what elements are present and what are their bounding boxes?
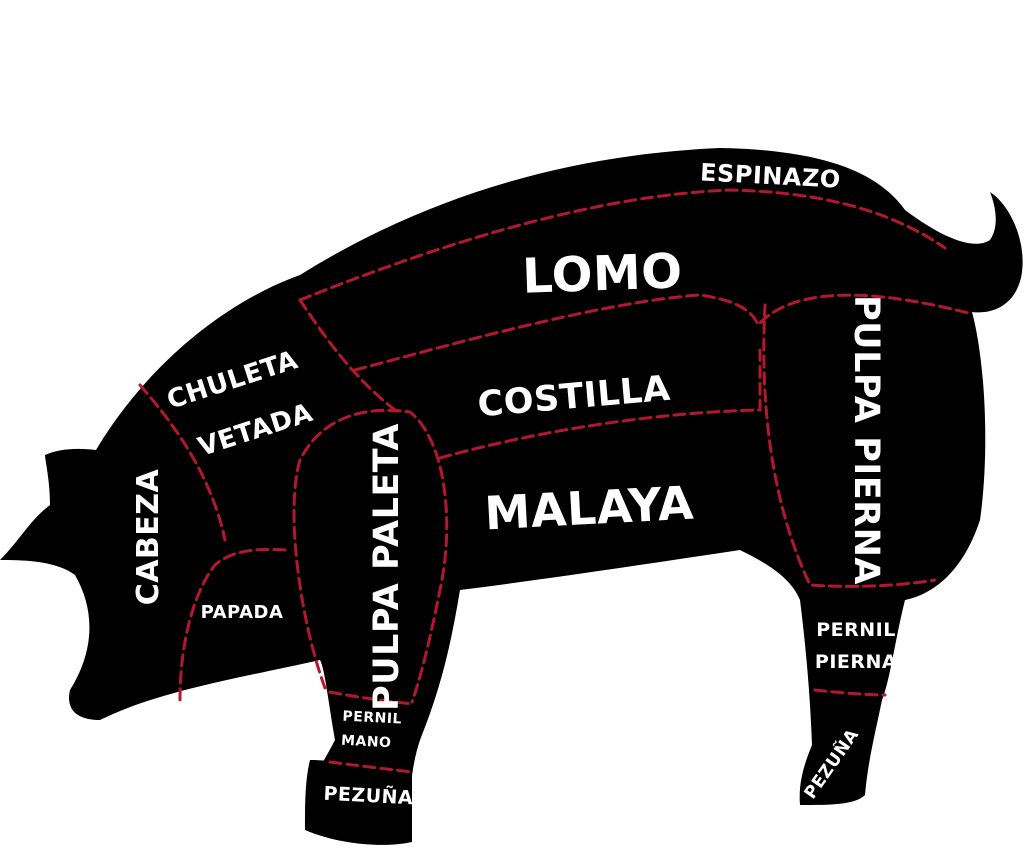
cut-line-lomo [353,293,974,372]
label-pernil-mano-line2: MANO [341,733,392,752]
cut-line-pernil-pierna [813,688,887,697]
cut-line-pezuna-front [328,760,414,774]
label-lomo: LOMO [521,243,683,305]
label-pernil-mano-line1: PERNIL [342,708,402,727]
label-malaya: MALAYA [483,476,695,541]
cut-line-costilla [438,348,762,460]
pig-front-hoof [305,760,412,845]
cut-lines [138,188,974,774]
label-cabeza: CABEZA [131,468,166,605]
label-pernil-pierna-line2: PIERNA [815,651,897,673]
cut-line-pulpa-pierna [762,303,937,588]
cut-line-chuleta-front [138,383,227,542]
label-pulpa-pierna: PULPA PIERNA [846,295,886,585]
label-pernil-pierna-line1: PERNIL [816,619,896,641]
cut-line-chuleta-rear [298,298,397,412]
label-pulpa-paleta: PULPA PALETA [367,423,407,711]
cut-line-pernil-mano [328,690,414,706]
label-papada: PAPADA [201,602,284,623]
cut-line-papada [178,548,287,702]
cut-line-pulpa-paleta [292,408,449,704]
cut-line-espinazo [298,188,947,302]
